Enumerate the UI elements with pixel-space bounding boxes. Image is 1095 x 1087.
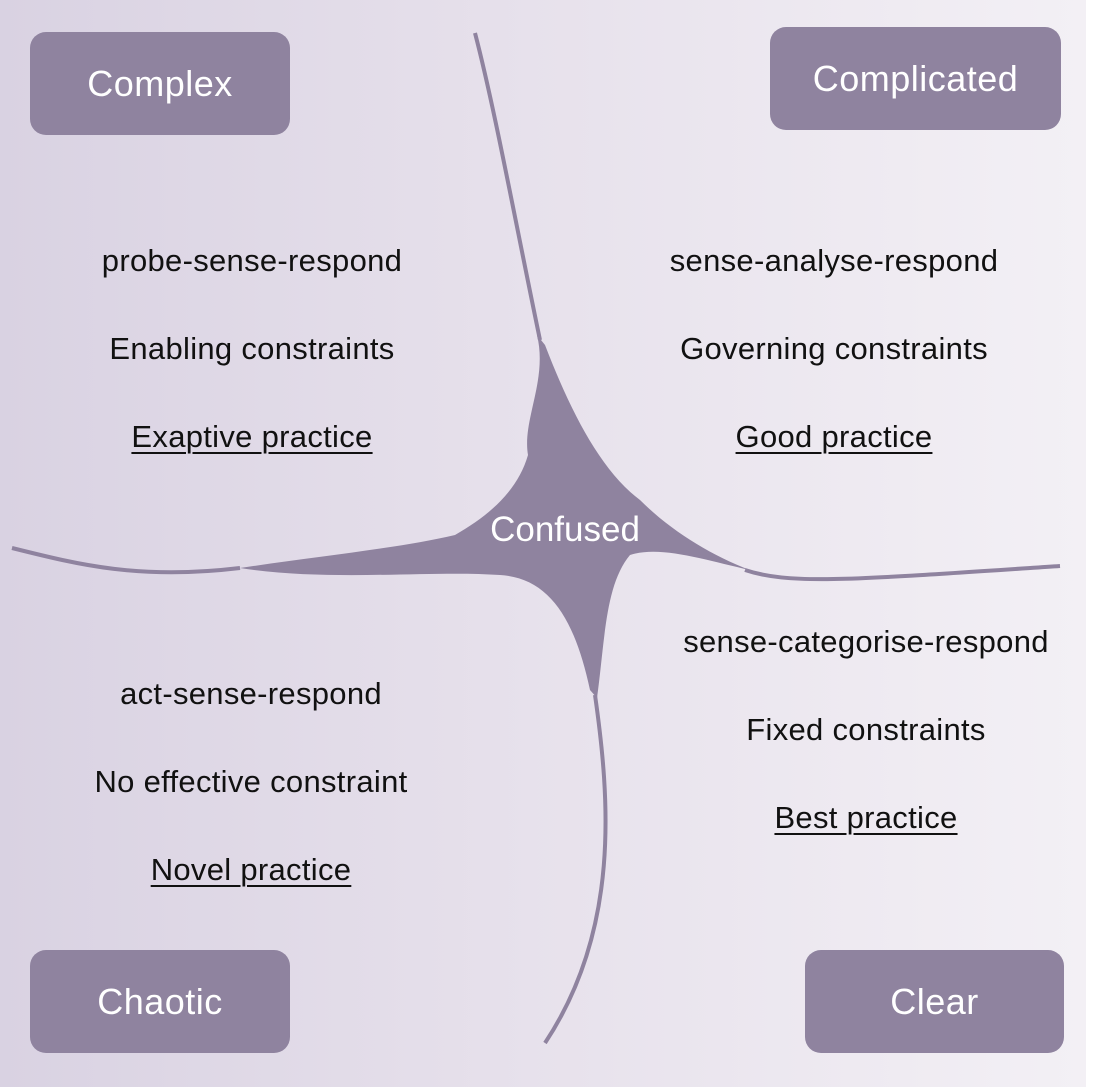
clear-title: Clear [890,980,979,1022]
complicated-domain-box: Complicated [770,27,1061,130]
complex-title: Complex [87,62,233,104]
chaotic-domain-box: Chaotic [30,950,290,1053]
chaotic-title: Chaotic [97,980,223,1022]
boundary-line-left [11,546,241,575]
complicated-practice: Good practice [735,419,933,454]
boundary-line-top [473,32,542,341]
clear-domain-box: Clear [805,950,1064,1053]
complicated-title: Complicated [812,57,1019,99]
chaotic-practice: Novel practice [150,852,352,887]
chaotic-constraints: No effective constraint [94,764,408,799]
chaotic-approach: act-sense-respond [120,676,382,711]
clear-practice: Best practice [774,800,958,835]
complex-practice: Exaptive practice [131,419,373,454]
complicated-approach: sense-analyse-respond [669,243,999,278]
boundary-line-right [744,564,1061,582]
complex-constraints: Enabling constraints [109,331,395,366]
complicated-constraints: Governing constraints [680,331,988,366]
clear-approach: sense-categorise-respond [683,624,1049,659]
complex-approach: probe-sense-respond [101,243,403,278]
clear-constraints: Fixed constraints [746,712,986,747]
boundary-line-bottom [543,694,608,1045]
complex-domain-box: Complex [30,32,290,135]
confused-region-shape [240,335,750,698]
confused-label: Confused [490,510,640,549]
